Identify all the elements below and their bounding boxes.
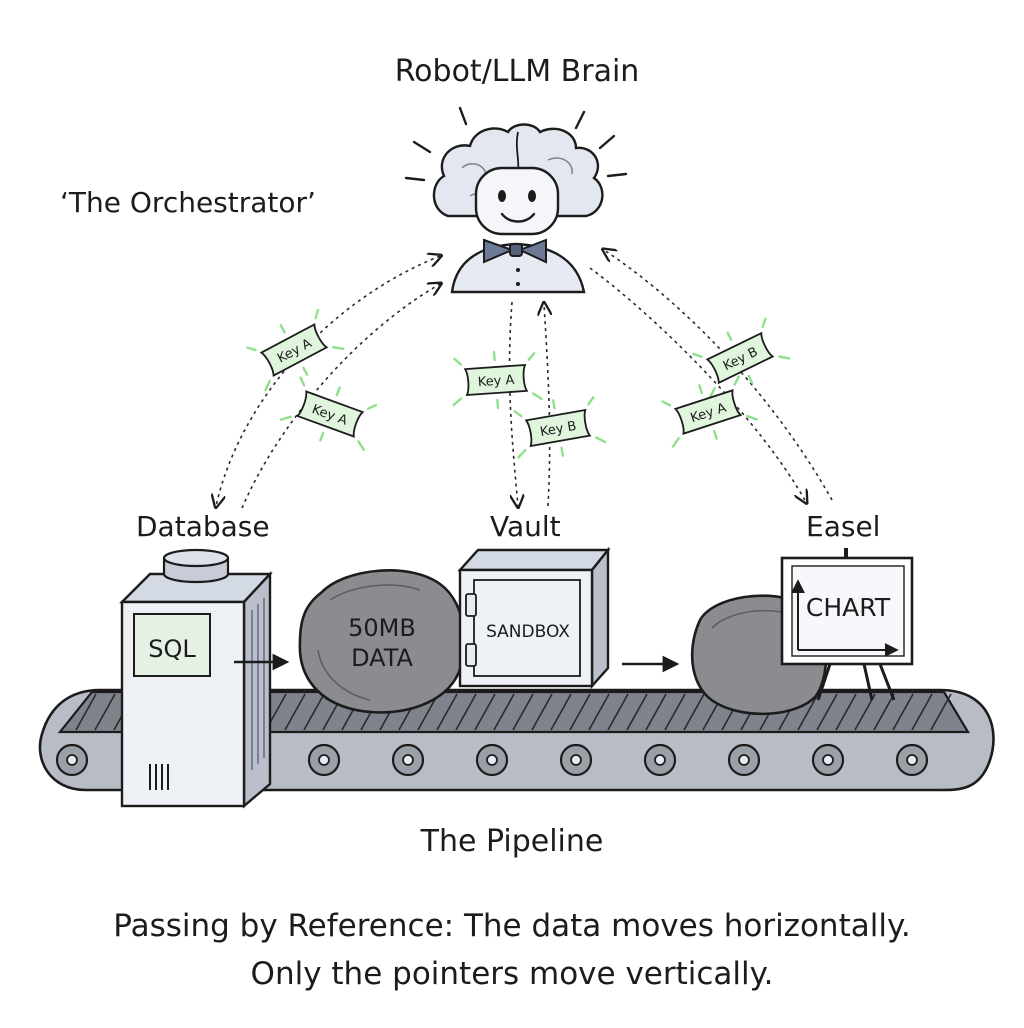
key-ticket-vault-left: Key A (452, 350, 543, 410)
easel-label: Easel (806, 510, 881, 543)
key-ticket-db-up: Key A (246, 308, 345, 392)
pipeline-label: The Pipeline (420, 824, 604, 859)
vault-tag: SANDBOX (486, 622, 570, 642)
data-rock (298, 569, 466, 714)
key-ticket-label: Key B (539, 419, 578, 440)
key-ticket-db-down: Key A (279, 376, 377, 451)
key-ticket-vault-right: Key B (513, 396, 607, 459)
caption-line-1: Passing by Reference: The data moves hor… (113, 908, 911, 944)
robot-brain-icon (404, 106, 628, 294)
rock-label-line2: DATA (351, 644, 413, 672)
vault-label: Vault (490, 510, 561, 543)
database-machine (119, 548, 273, 809)
database-label: Database (136, 510, 270, 543)
key-ticket-label: Key A (477, 373, 515, 391)
brain-title: Robot/LLM Brain (394, 54, 640, 89)
key-ticket-easel-bottom: Key A (661, 375, 758, 448)
pointer-arrow-brain-to-database (216, 256, 440, 506)
easel-tag: CHART (806, 593, 891, 622)
pointer-arrow-database-to-brain (241, 284, 440, 509)
caption: Passing by Reference: The data moves hor… (0, 902, 1024, 998)
vault-box (457, 546, 611, 690)
rock-label-line1: 50MB (348, 614, 416, 642)
easel (780, 548, 914, 701)
key-ticket-easel-top: Key B (692, 317, 791, 399)
database-tag: SQL (148, 635, 196, 663)
orchestrator-label: ‘The Orchestrator’ (60, 186, 316, 219)
caption-line-2: Only the pointers move vertically. (250, 956, 774, 992)
pointer-arrow-brain-to-easel (589, 267, 806, 502)
pointer-arrow-brain-to-vault (508, 301, 518, 506)
pointer-arrow-vault-to-brain (544, 304, 550, 507)
